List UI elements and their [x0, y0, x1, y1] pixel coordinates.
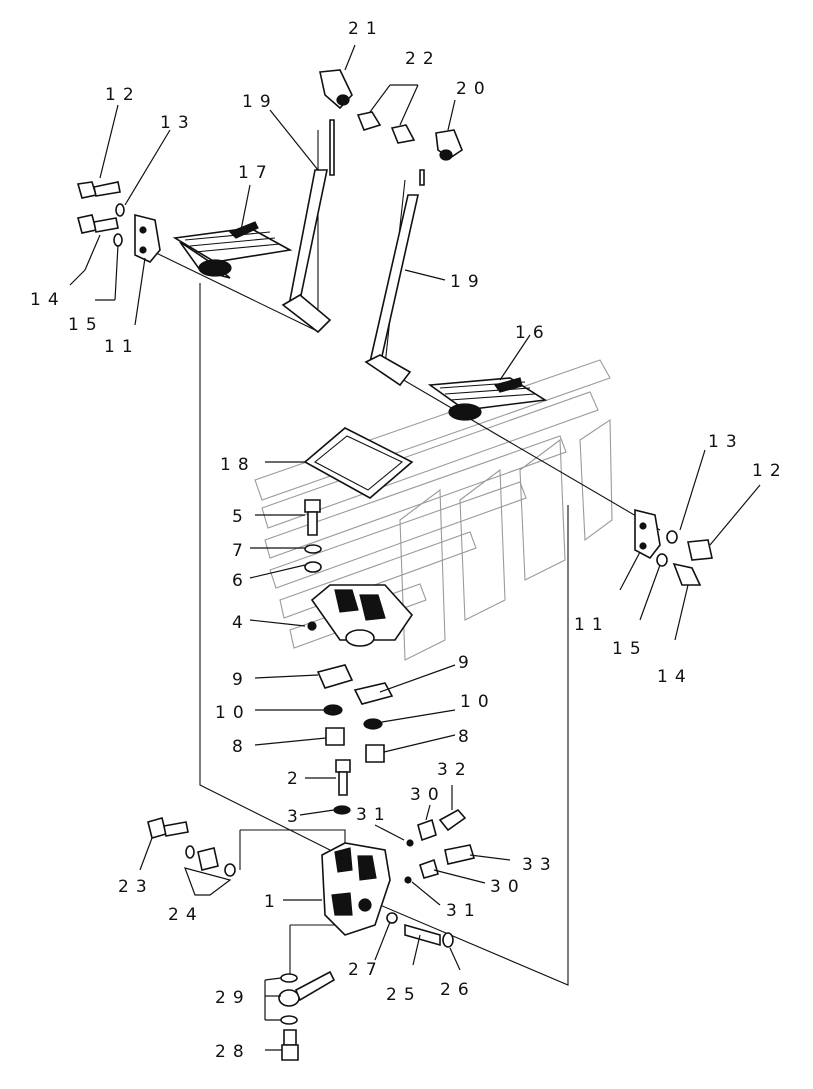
- plates-springs-pistons: [316, 664, 394, 763]
- assembly-lines: [149, 130, 661, 986]
- part-labels: 12 13 17 14 15 11 19 21 22 20 19 16 18 5…: [30, 19, 788, 1062]
- label-19-right: 19: [450, 272, 486, 292]
- label-10-right: 10: [460, 692, 496, 712]
- fittings-23-24: [147, 817, 236, 877]
- label-18: 18: [220, 455, 256, 475]
- pedal-16: [427, 377, 548, 421]
- label-25: 25: [386, 985, 422, 1005]
- label-13-right: 13: [708, 432, 744, 452]
- label-31-top: 31: [356, 805, 392, 825]
- label-32: 32: [437, 760, 473, 780]
- label-2: 2: [287, 769, 305, 789]
- bracket-11-left: [134, 213, 161, 263]
- label-4: 4: [232, 613, 250, 633]
- banjo-28-29: [278, 970, 336, 1061]
- rods-19: [281, 119, 425, 387]
- label-14-right: 14: [657, 667, 693, 687]
- label-7: 7: [232, 541, 250, 561]
- label-27: 27: [348, 960, 384, 980]
- label-29: 29: [215, 988, 251, 1008]
- housing-4: [307, 584, 414, 647]
- bolts-left: [76, 181, 125, 247]
- label-13-left: 13: [160, 113, 196, 133]
- label-20: 20: [456, 79, 492, 99]
- label-1: 1: [264, 892, 282, 912]
- label-17: 17: [238, 163, 274, 183]
- label-22: 22: [405, 49, 441, 69]
- label-28: 28: [215, 1042, 251, 1062]
- label-26: 26: [440, 980, 476, 1000]
- bracket-11-right: [634, 508, 713, 586]
- label-15-right: 15: [612, 639, 648, 659]
- bolt-5-washers-6-7: [304, 499, 322, 573]
- bolt-2-washer-3: [333, 759, 351, 815]
- label-9-right: 9: [458, 653, 476, 673]
- label-31-bottom: 31: [446, 901, 482, 921]
- label-30-bottom: 30: [490, 877, 526, 897]
- label-8-right: 8: [458, 727, 476, 747]
- label-10-left: 10: [215, 703, 251, 723]
- label-9-left: 9: [232, 670, 250, 690]
- boot-18: [303, 427, 414, 499]
- label-6: 6: [232, 571, 250, 591]
- label-23: 23: [118, 877, 154, 897]
- label-19-left: 19: [242, 92, 278, 112]
- valve-body-1: [321, 842, 391, 936]
- pedal-17: [172, 221, 293, 279]
- label-11-left: 11: [104, 337, 140, 357]
- label-16: 16: [515, 323, 551, 343]
- label-8-left: 8: [232, 737, 250, 757]
- fittings-25-26-27: [386, 912, 454, 948]
- ball-joints-20-21-22: [319, 69, 463, 161]
- label-30-top: 30: [410, 785, 446, 805]
- leader-lines: [69, 44, 761, 1051]
- label-24: 24: [168, 905, 204, 925]
- label-33: 33: [522, 855, 558, 875]
- label-11-right: 11: [574, 615, 610, 635]
- label-14-left: 14: [30, 290, 66, 310]
- fittings-30-33: [404, 808, 476, 884]
- label-12-right: 12: [752, 461, 788, 481]
- label-3: 3: [287, 807, 305, 827]
- label-5: 5: [232, 507, 250, 527]
- label-12-left: 12: [105, 85, 141, 105]
- label-15-left: 15: [68, 315, 104, 335]
- label-21: 21: [348, 19, 384, 39]
